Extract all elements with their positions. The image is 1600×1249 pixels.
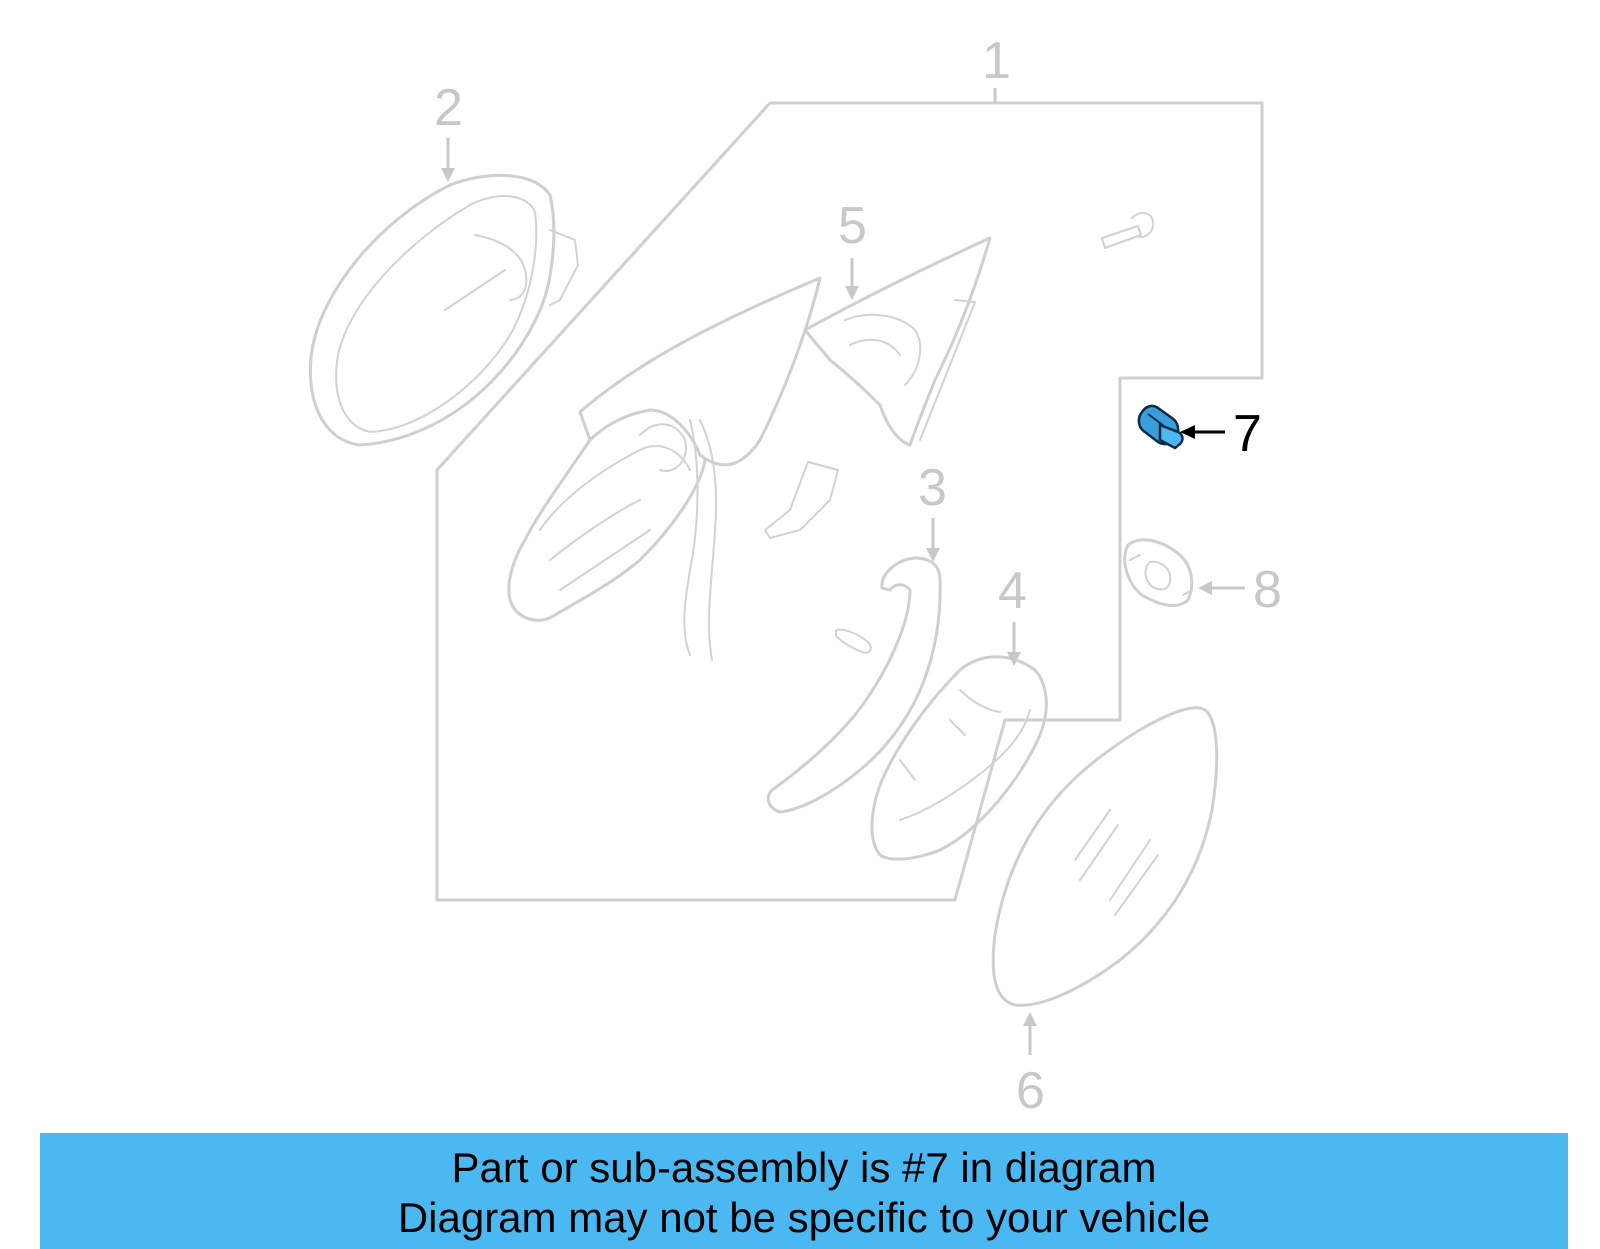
small-pin <box>835 628 872 654</box>
banner-line-1: Part or sub-assembly is #7 in diagram <box>451 1144 1157 1191</box>
callout-7: 7 <box>1233 405 1262 463</box>
bolt <box>1101 212 1155 249</box>
callout-8: 8 <box>1253 561 1282 619</box>
callout-5-arrowhead <box>845 286 859 300</box>
callout-1: 1 <box>982 32 1011 90</box>
callout-5: 5 <box>838 197 867 255</box>
callout-3-arrowhead <box>926 548 940 562</box>
info-banner: Part or sub-assembly is #7 in diagram Di… <box>40 1133 1568 1249</box>
callout-4-arrowhead <box>1007 652 1021 666</box>
small-bracket <box>764 461 839 539</box>
callout-6: 6 <box>1016 1062 1045 1120</box>
callout-8-arrowhead <box>1198 581 1212 595</box>
seal-strip-part-3 <box>766 556 942 814</box>
callout-2-arrowhead <box>441 168 455 182</box>
callout-6-arrowhead <box>1023 1012 1037 1026</box>
mirror-cover-part-2 <box>308 173 579 447</box>
actuator-part-5 <box>803 236 992 447</box>
assembly-outline <box>435 101 1264 902</box>
callout-2: 2 <box>434 79 463 137</box>
mirror-housing-part-4 <box>870 655 1048 861</box>
callout-3: 3 <box>918 459 947 517</box>
banner-line-2: Diagram may not be specific to your vehi… <box>397 1194 1211 1241</box>
lamp-part-8 <box>1123 538 1194 607</box>
callout-7-arrowhead <box>1180 425 1195 439</box>
mirror-base-assembly <box>507 276 822 661</box>
clip-part-7 <box>1137 404 1184 450</box>
callout-4: 4 <box>998 562 1027 620</box>
mirror-glass-part-6 <box>991 706 1219 1007</box>
